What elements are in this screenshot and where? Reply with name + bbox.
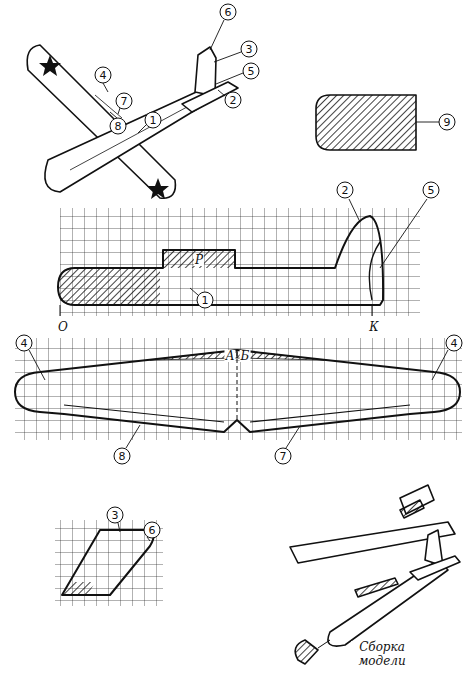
callout-number: 1 <box>145 112 162 129</box>
caption-note: Сборка модели <box>351 641 413 669</box>
callout-number: 8 <box>114 448 131 465</box>
point-letter: О <box>57 321 69 333</box>
callout-number: 2 <box>337 182 354 199</box>
callout-number: 7 <box>116 93 133 110</box>
callout-number: 3 <box>241 41 258 58</box>
point-letter: К <box>368 321 379 333</box>
callout-number: 6 <box>144 522 161 539</box>
callout-number: 4 <box>95 67 112 84</box>
callout-number: 9 <box>439 114 456 131</box>
callout-number: 4 <box>446 335 463 352</box>
callout-number: 7 <box>275 448 292 465</box>
callout-number: 4 <box>16 335 33 352</box>
callout-number: 8 <box>110 118 127 135</box>
point-letter: А <box>224 350 235 362</box>
callout-number: 6 <box>220 4 237 21</box>
callout-number: 5 <box>423 182 440 199</box>
callout-number: 2 <box>225 92 242 109</box>
callout-number: 3 <box>107 507 124 524</box>
callout-number: 5 <box>243 63 260 80</box>
point-letter: Р <box>194 254 204 266</box>
callout-number: 1 <box>197 292 214 309</box>
point-letter: Б <box>240 350 251 362</box>
